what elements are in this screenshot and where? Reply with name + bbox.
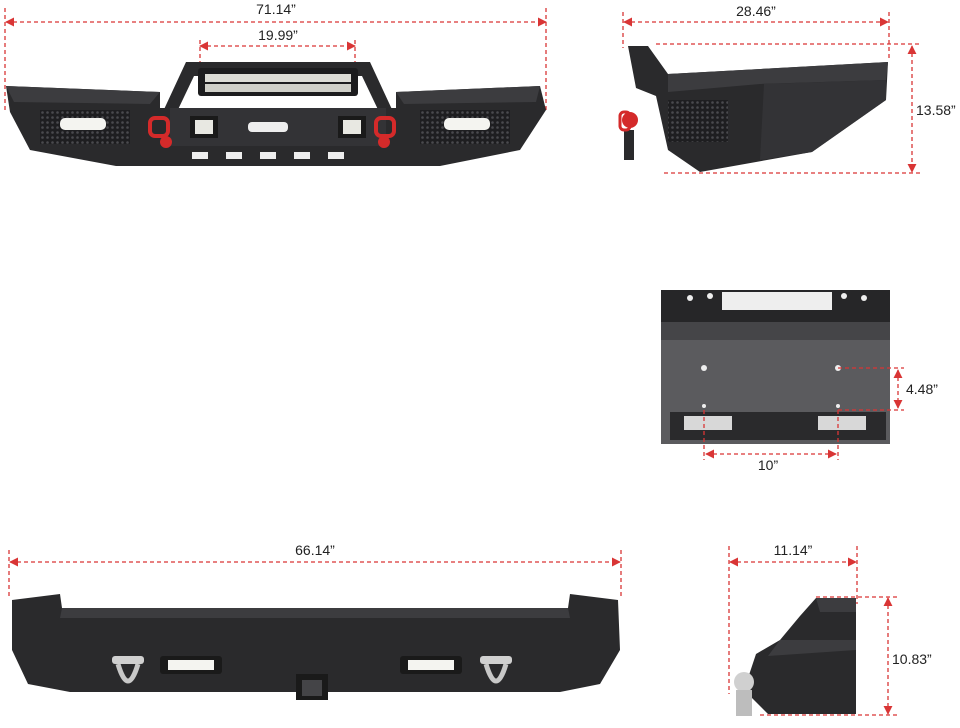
rear-side-d-ring-shackle bbox=[734, 672, 754, 716]
front-width-label: 71.14” bbox=[256, 1, 296, 17]
rear-width-label: 66.14” bbox=[295, 542, 335, 558]
mount-spacing-dimension: 10” bbox=[703, 410, 839, 473]
front-bumper-side-view: 28.46” 13.58” bbox=[618, 3, 956, 174]
rear-side-bumper-body bbox=[744, 598, 856, 714]
side-height-label: 13.58” bbox=[916, 102, 956, 118]
lower-cutout-slots bbox=[192, 152, 344, 159]
front-width-dimension: 71.14” bbox=[4, 1, 547, 110]
left-led-light bbox=[60, 118, 106, 130]
rear-bumper-rear-view: 66.14” bbox=[8, 542, 622, 700]
side-d-ring-shackle bbox=[618, 110, 638, 160]
rear-left-d-ring-shackle bbox=[112, 656, 144, 684]
side-depth-label: 28.46” bbox=[736, 3, 776, 19]
light-bar-width-dimension: 19.99” bbox=[199, 27, 356, 68]
right-d-ring-shackle bbox=[374, 116, 396, 148]
mount-spacing-label: 10” bbox=[758, 457, 779, 473]
rear-width-dimension: 66.14” bbox=[8, 542, 622, 598]
rear-right-d-ring-shackle bbox=[480, 656, 512, 684]
rear-side-depth-dimension: 11.14” bbox=[728, 542, 858, 694]
side-depth-dimension: 28.46” bbox=[622, 3, 890, 60]
left-d-ring-shackle bbox=[148, 116, 172, 148]
mounting-detail-view: 4.48” 10” bbox=[661, 290, 938, 473]
right-led-light bbox=[444, 118, 490, 130]
light-bar-width-label: 19.99” bbox=[258, 27, 298, 43]
mount-height-label: 4.48” bbox=[906, 381, 938, 397]
led-light-bar-cells bbox=[205, 74, 351, 92]
mount-height-dimension: 4.48” bbox=[838, 367, 938, 411]
rear-side-height-label: 10.83” bbox=[892, 651, 932, 667]
front-bumper-front-view: 71.14” 19.99” bbox=[4, 1, 547, 166]
rear-side-height-dimension: 10.83” bbox=[760, 596, 932, 716]
winch-fairlead-slot bbox=[248, 122, 288, 132]
side-mesh-panel bbox=[668, 100, 728, 142]
rear-bumper-side-view: 11.14” 10.83” bbox=[728, 542, 932, 716]
side-height-dimension: 13.58” bbox=[656, 43, 956, 174]
rear-side-depth-label: 11.14” bbox=[774, 542, 813, 558]
